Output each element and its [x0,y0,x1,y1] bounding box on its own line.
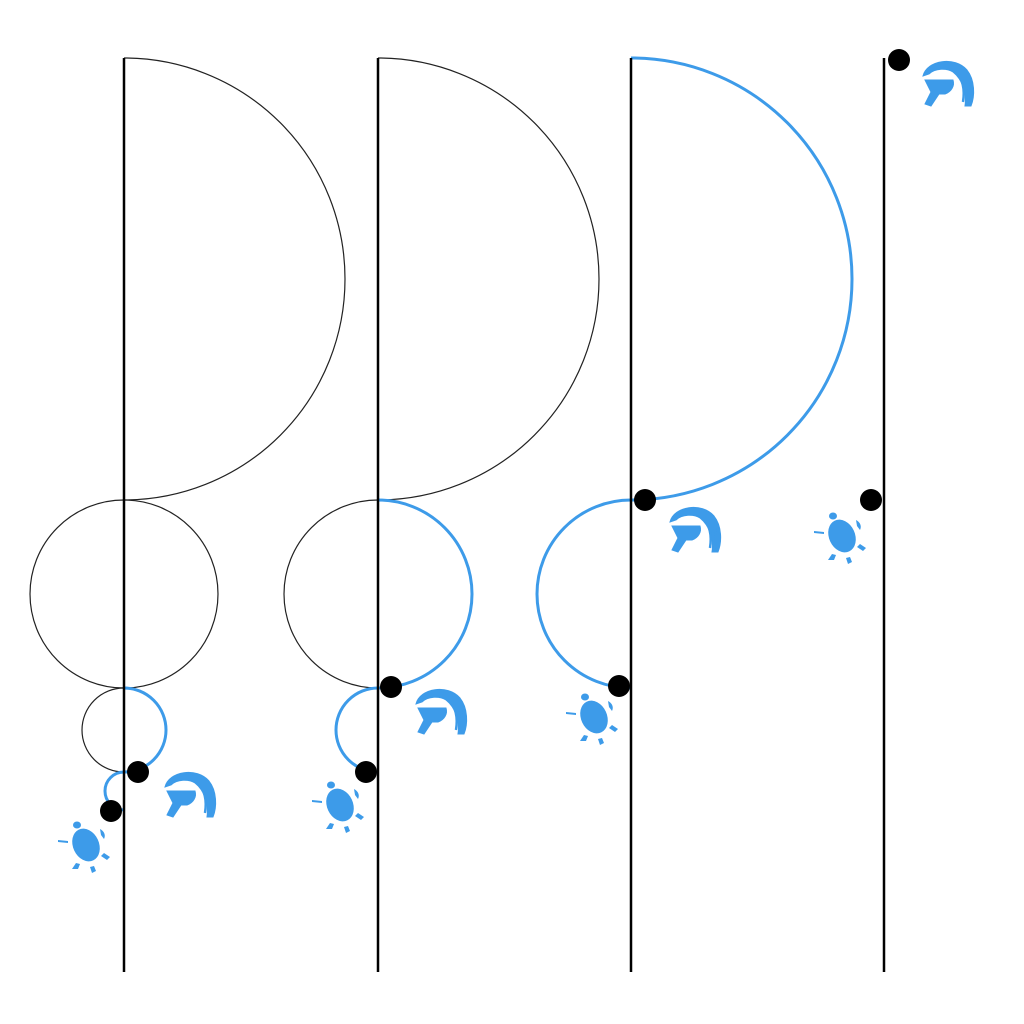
tortoise-marker [860,489,882,511]
tortoise-marker [608,675,630,697]
achilles-marker [634,489,656,511]
outline-arc [377,57,600,501]
path-arc [377,498,474,690]
helmet-icon [163,771,217,819]
achilles-marker [127,761,149,783]
path-arc [123,686,168,774]
turtle-icon [58,821,110,873]
outline-arc [29,499,125,689]
helmet-icon [921,60,975,108]
outline-arc [81,687,125,773]
helmet-icon [668,506,722,554]
achilles-marker [380,676,402,698]
turtle-icon [312,781,364,833]
outline-arc [123,57,346,501]
outline-arc [283,499,379,689]
tortoise-marker [100,800,122,822]
tortoise-marker [355,761,377,783]
helmet-icon [414,688,468,736]
path-arc [630,56,854,502]
achilles-marker [888,49,910,71]
path-arc [535,498,632,690]
outline-arc [123,499,219,689]
path-arc [334,686,379,774]
turtle-icon [566,693,618,745]
turtle-icon [814,512,866,564]
